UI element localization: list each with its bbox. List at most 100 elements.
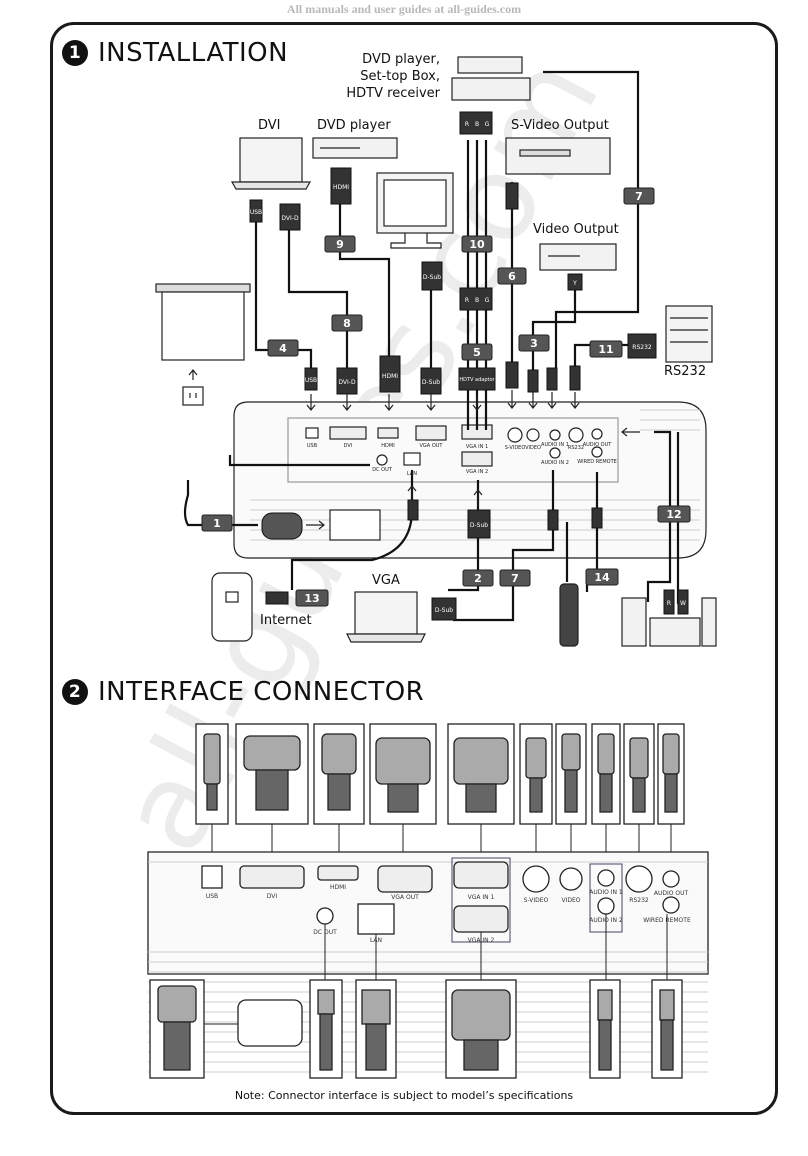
svg-text:6: 6 (508, 270, 516, 283)
cable-badge-14: 14 (585, 568, 619, 586)
port-label-audioout-s1: AUDIO OUT (583, 442, 613, 448)
svg-text:9: 9 (336, 238, 344, 251)
port-label-wiredremote-s1: WIRED REMOTE (577, 459, 617, 465)
port-label-rs232: RS232 (629, 897, 649, 904)
label-rs232: RS232 (664, 364, 707, 379)
tag-r-top: R (465, 121, 469, 128)
port-label-vga-out: VGA OUT (391, 894, 419, 901)
section-title-text: INTERFACE CONNECTOR (98, 677, 425, 707)
port-label-dc-out: DC OUT (313, 929, 337, 936)
cable-badge-1: 1 (201, 514, 233, 532)
cable-badge-10: 10 (461, 235, 493, 253)
port-label-audio-in-1: AUDIO IN 1 (589, 889, 623, 896)
section-number-1: 1 (62, 40, 88, 66)
label-dvd-settop-line3: HDTV receiver (346, 86, 440, 101)
cable-badge-3: 3 (518, 334, 550, 352)
tag-rs232: RS232 (632, 344, 652, 351)
cable-badge-13: 13 (295, 589, 329, 607)
label-dvi: DVI (258, 118, 281, 133)
cable-badge-4: 4 (267, 339, 299, 357)
port-label-wired-remote: WIRED REMOTE (643, 917, 691, 924)
plug-connectors (249, 111, 689, 621)
port-label-svideo-s1: S-VIDEO (505, 445, 526, 451)
tag-r-mid: R (465, 297, 469, 304)
projector-rear-panel-detail (147, 851, 709, 1073)
cable-badge-5: 5 (461, 343, 493, 361)
plug-arrows (188, 369, 640, 530)
svg-text:2: 2 (474, 572, 482, 585)
ethernet-wall-jack-icon (211, 572, 253, 642)
svg-text:11: 11 (598, 343, 613, 356)
svg-text:7: 7 (511, 572, 519, 585)
label-svideo-output: S-Video Output (511, 118, 609, 133)
tag-g-top: G (485, 121, 490, 128)
svg-text:14: 14 (594, 571, 610, 584)
rs232-computer-icon (665, 305, 713, 363)
section-title-installation: 1 INSTALLATION (62, 38, 288, 68)
tag-b-top: B (475, 121, 479, 128)
tag-g-mid: G (485, 297, 490, 304)
svg-text:1: 1 (213, 517, 221, 530)
svg-text:10: 10 (469, 238, 485, 251)
tag-dvid-bottom: DVI-D (338, 379, 356, 386)
tag-dsub-bottom: D-Sub (422, 379, 440, 386)
port-label-lan: LAN (370, 937, 382, 944)
svg-text:3: 3 (530, 337, 538, 350)
port-label-vgain2-s1: VGA IN 2 (466, 469, 488, 475)
port-label-usb-s1: USB (307, 443, 318, 449)
cable-badge-11: 11 (589, 340, 623, 358)
port-label-hdmi: HDMI (330, 884, 346, 891)
section-number-2: 2 (62, 679, 88, 705)
port-label-audioin1-s1: AUDIO IN 1 (541, 442, 569, 448)
port-label-rs232-s1: RS232 (568, 445, 584, 451)
dvd-player-icon (312, 137, 398, 159)
svg-text:7: 7 (635, 190, 643, 203)
tag-hdmi-top: HDMI (333, 184, 349, 191)
port-label-lan-s1: LAN (407, 471, 417, 477)
port-label-dvi-s1: DVI (344, 443, 353, 449)
svideo-source-icon (505, 137, 611, 175)
port-label-audio-out: AUDIO OUT (654, 890, 689, 897)
cable-badge-8: 8 (331, 314, 363, 332)
connector-leaders-bottom (204, 914, 668, 1025)
tag-b-mid: B (475, 297, 479, 304)
footnote: Note: Connector interface is subject to … (234, 1089, 574, 1102)
label-video-output: Video Output (533, 222, 619, 237)
cable-badge-7-top: 7 (623, 187, 655, 205)
projection-screen-icon (155, 283, 251, 361)
port-label-video: VIDEO (561, 897, 580, 904)
port-label-hdmi-s1: HDMI (381, 443, 394, 449)
port-label-vga-in-2: VGA IN 2 (468, 937, 495, 944)
port-label-s-video: S-VIDEO (524, 897, 549, 904)
settop-box-icon (451, 56, 531, 101)
monitor-icon (376, 172, 454, 249)
section-title-text: INSTALLATION (98, 38, 289, 68)
port-label-vga-in-1: VGA IN 1 (468, 894, 495, 901)
connector-plugs-top (203, 733, 680, 813)
port-label-video-s1: VIDEO (525, 445, 541, 451)
tag-r-speaker: R (667, 600, 671, 607)
port-label-audio-in-2: AUDIO IN 2 (589, 917, 623, 924)
port-label-audioin2-s1: AUDIO IN 2 (541, 460, 569, 466)
laptop-dvi-icon (230, 137, 312, 190)
tag-dsub-laptop: D-Sub (435, 607, 453, 614)
svg-text:4: 4 (279, 342, 287, 355)
svg-text:12: 12 (666, 508, 681, 521)
cable-badge-6: 6 (497, 267, 527, 285)
label-dvd-player: DVD player (317, 118, 391, 133)
laptop-vga-icon (346, 591, 426, 643)
label-vga: VGA (372, 573, 400, 588)
tag-y: Y (572, 280, 577, 287)
cable-badge-9: 9 (324, 235, 356, 253)
tag-dsub-top: D-Sub (423, 274, 441, 281)
page-frame (50, 22, 778, 1115)
projector-rear-panel (233, 401, 707, 559)
tag-dvid-top: DVI-D (281, 215, 299, 222)
tag-hdtv-adaptor: HDTV adaptor (459, 377, 495, 383)
tag-hdmi-bottom: HDMI (382, 373, 398, 380)
cable-badge-12: 12 (657, 505, 691, 523)
tag-usb-bottom: USB (305, 377, 317, 384)
port-label-dcout-s1: DC OUT (372, 467, 393, 473)
label-internet: Internet (260, 613, 312, 628)
section-title-interface: 2 INTERFACE CONNECTOR (62, 677, 424, 707)
